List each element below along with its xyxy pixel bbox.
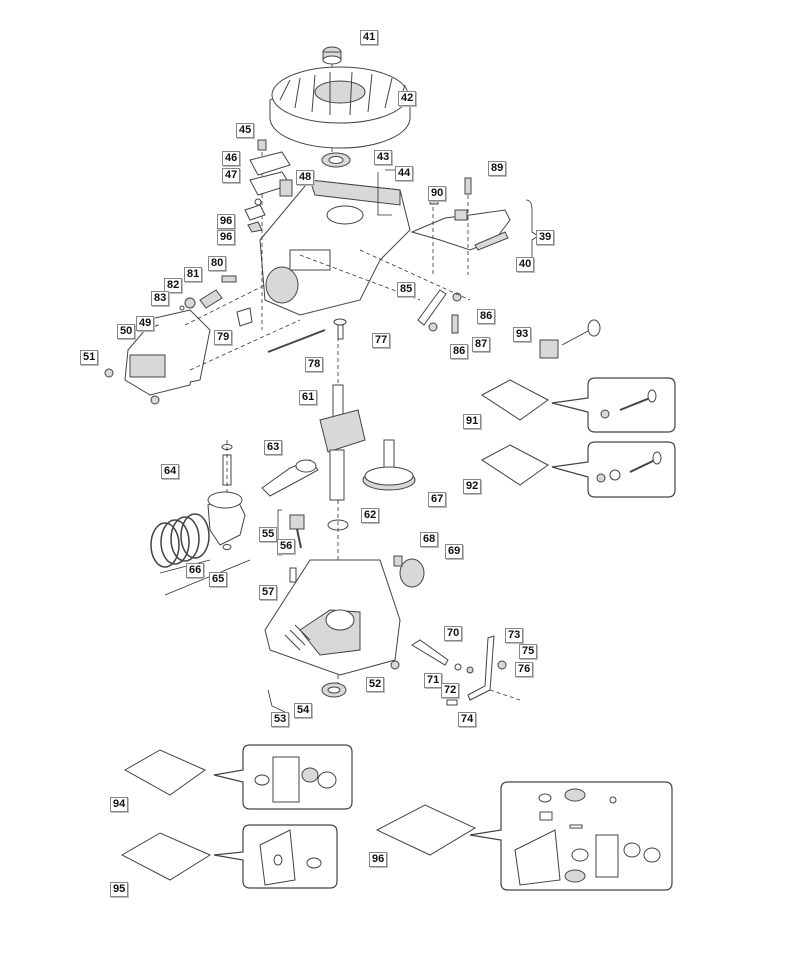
callout-lever-bolt-b: 86: [450, 344, 469, 359]
valve-cover-part: [124, 309, 211, 396]
valve-kit-91: [481, 377, 676, 433]
callout-gasket-kit-carb: 94: [110, 797, 129, 812]
flywheel-part: [269, 66, 411, 149]
callout-exhaust-valve-kit: 91: [463, 414, 482, 429]
callout-rocker-stud: 80: [208, 256, 227, 271]
callout-governor-gear: 69: [445, 544, 464, 559]
callout-lever-bolt: 86: [477, 309, 496, 324]
callout-oil-seal-top: 43: [374, 150, 393, 165]
callout-drain-plug: 52: [366, 677, 385, 692]
camshaft-part: [362, 439, 416, 491]
callout-governor-bolt: 89: [488, 161, 507, 176]
crankshaft-part: [319, 384, 366, 501]
callout-crankshaft: 61: [299, 390, 318, 405]
gasket-kit-95: [120, 824, 338, 889]
sump-part: [264, 559, 401, 676]
callout-throttle-control-assembly: 39: [536, 230, 555, 245]
callout-piston-rings: 66: [186, 563, 205, 578]
callout-lever-spring: 87: [472, 337, 491, 352]
callout-connecting-rod: 63: [264, 440, 283, 455]
callout-arm-pin: 76: [515, 662, 534, 677]
gasket-kit-94: [123, 744, 353, 810]
callout-oil-sensor-assembly: 55: [259, 527, 278, 542]
callout-governor-arm: 73: [505, 628, 524, 643]
crankcase-part: [259, 179, 411, 316]
callout-pivot-ball: 82: [164, 278, 183, 293]
callout-governor-lever: 85: [397, 282, 416, 297]
callout-tappet: 77: [372, 333, 391, 348]
callout-governor-spring: 40: [516, 257, 535, 272]
throttle-control-part: [410, 209, 511, 251]
callout-bracket-bolt: 90: [428, 186, 447, 201]
callout-arm-nut: 75: [519, 644, 538, 659]
callout-gasket-kit-spacer: 95: [110, 882, 129, 897]
callout-washer: 62: [361, 508, 380, 523]
callout-oil-seal-bottom: 54: [294, 703, 313, 718]
callout-flywheel-nut: 41: [360, 30, 379, 45]
callout-push-rod-guide: 79: [214, 330, 233, 345]
callout-gasket-set-a: 96: [217, 214, 236, 229]
callout-arm-bolt: 74: [458, 712, 477, 727]
callout-valve-spring: 93: [513, 327, 532, 342]
callout-gasket-kit-full: 96: [369, 852, 388, 867]
callout-dowel-pin: 57: [259, 585, 278, 600]
callout-valve-cover-bolt: 51: [80, 350, 99, 365]
callout-shaft-clip: 72: [441, 683, 460, 698]
callout-sump-assembly: 53: [271, 712, 290, 727]
callout-breather-gasket: 47: [222, 168, 241, 183]
callout-governor-bolt-lower: 68: [420, 532, 439, 547]
callout-push-rod: 78: [305, 357, 324, 372]
callout-gasket-set-b: 96: [217, 230, 236, 245]
callout-valve-cover: 50: [117, 324, 136, 339]
callout-piston-pin: 64: [161, 464, 180, 479]
callout-camshaft: 67: [428, 492, 447, 507]
callout-rocker-arm: 81: [184, 267, 203, 282]
callout-rocker-nut: 83: [151, 291, 170, 306]
callout-governor-shaft: 70: [444, 626, 463, 641]
gasket-kit-96: [375, 781, 673, 891]
callout-breather-filter: 48: [296, 170, 315, 185]
valve-kit-92: [481, 441, 676, 498]
callout-flywheel: 42: [398, 91, 417, 106]
flywheel-nut-part: [322, 46, 342, 65]
callout-shaft-washer: 71: [424, 673, 443, 688]
callout-crankcase-assembly: 44: [395, 166, 414, 181]
callout-breather-bolt: 45: [236, 123, 255, 138]
callout-intake-valve-kit: 92: [463, 479, 482, 494]
callout-oil-sensor-pin: 56: [277, 539, 296, 554]
callout-piston-clip: 65: [209, 572, 228, 587]
callout-valve-cover-gasket: 49: [136, 316, 155, 331]
callout-breather-cover: 46: [222, 151, 241, 166]
